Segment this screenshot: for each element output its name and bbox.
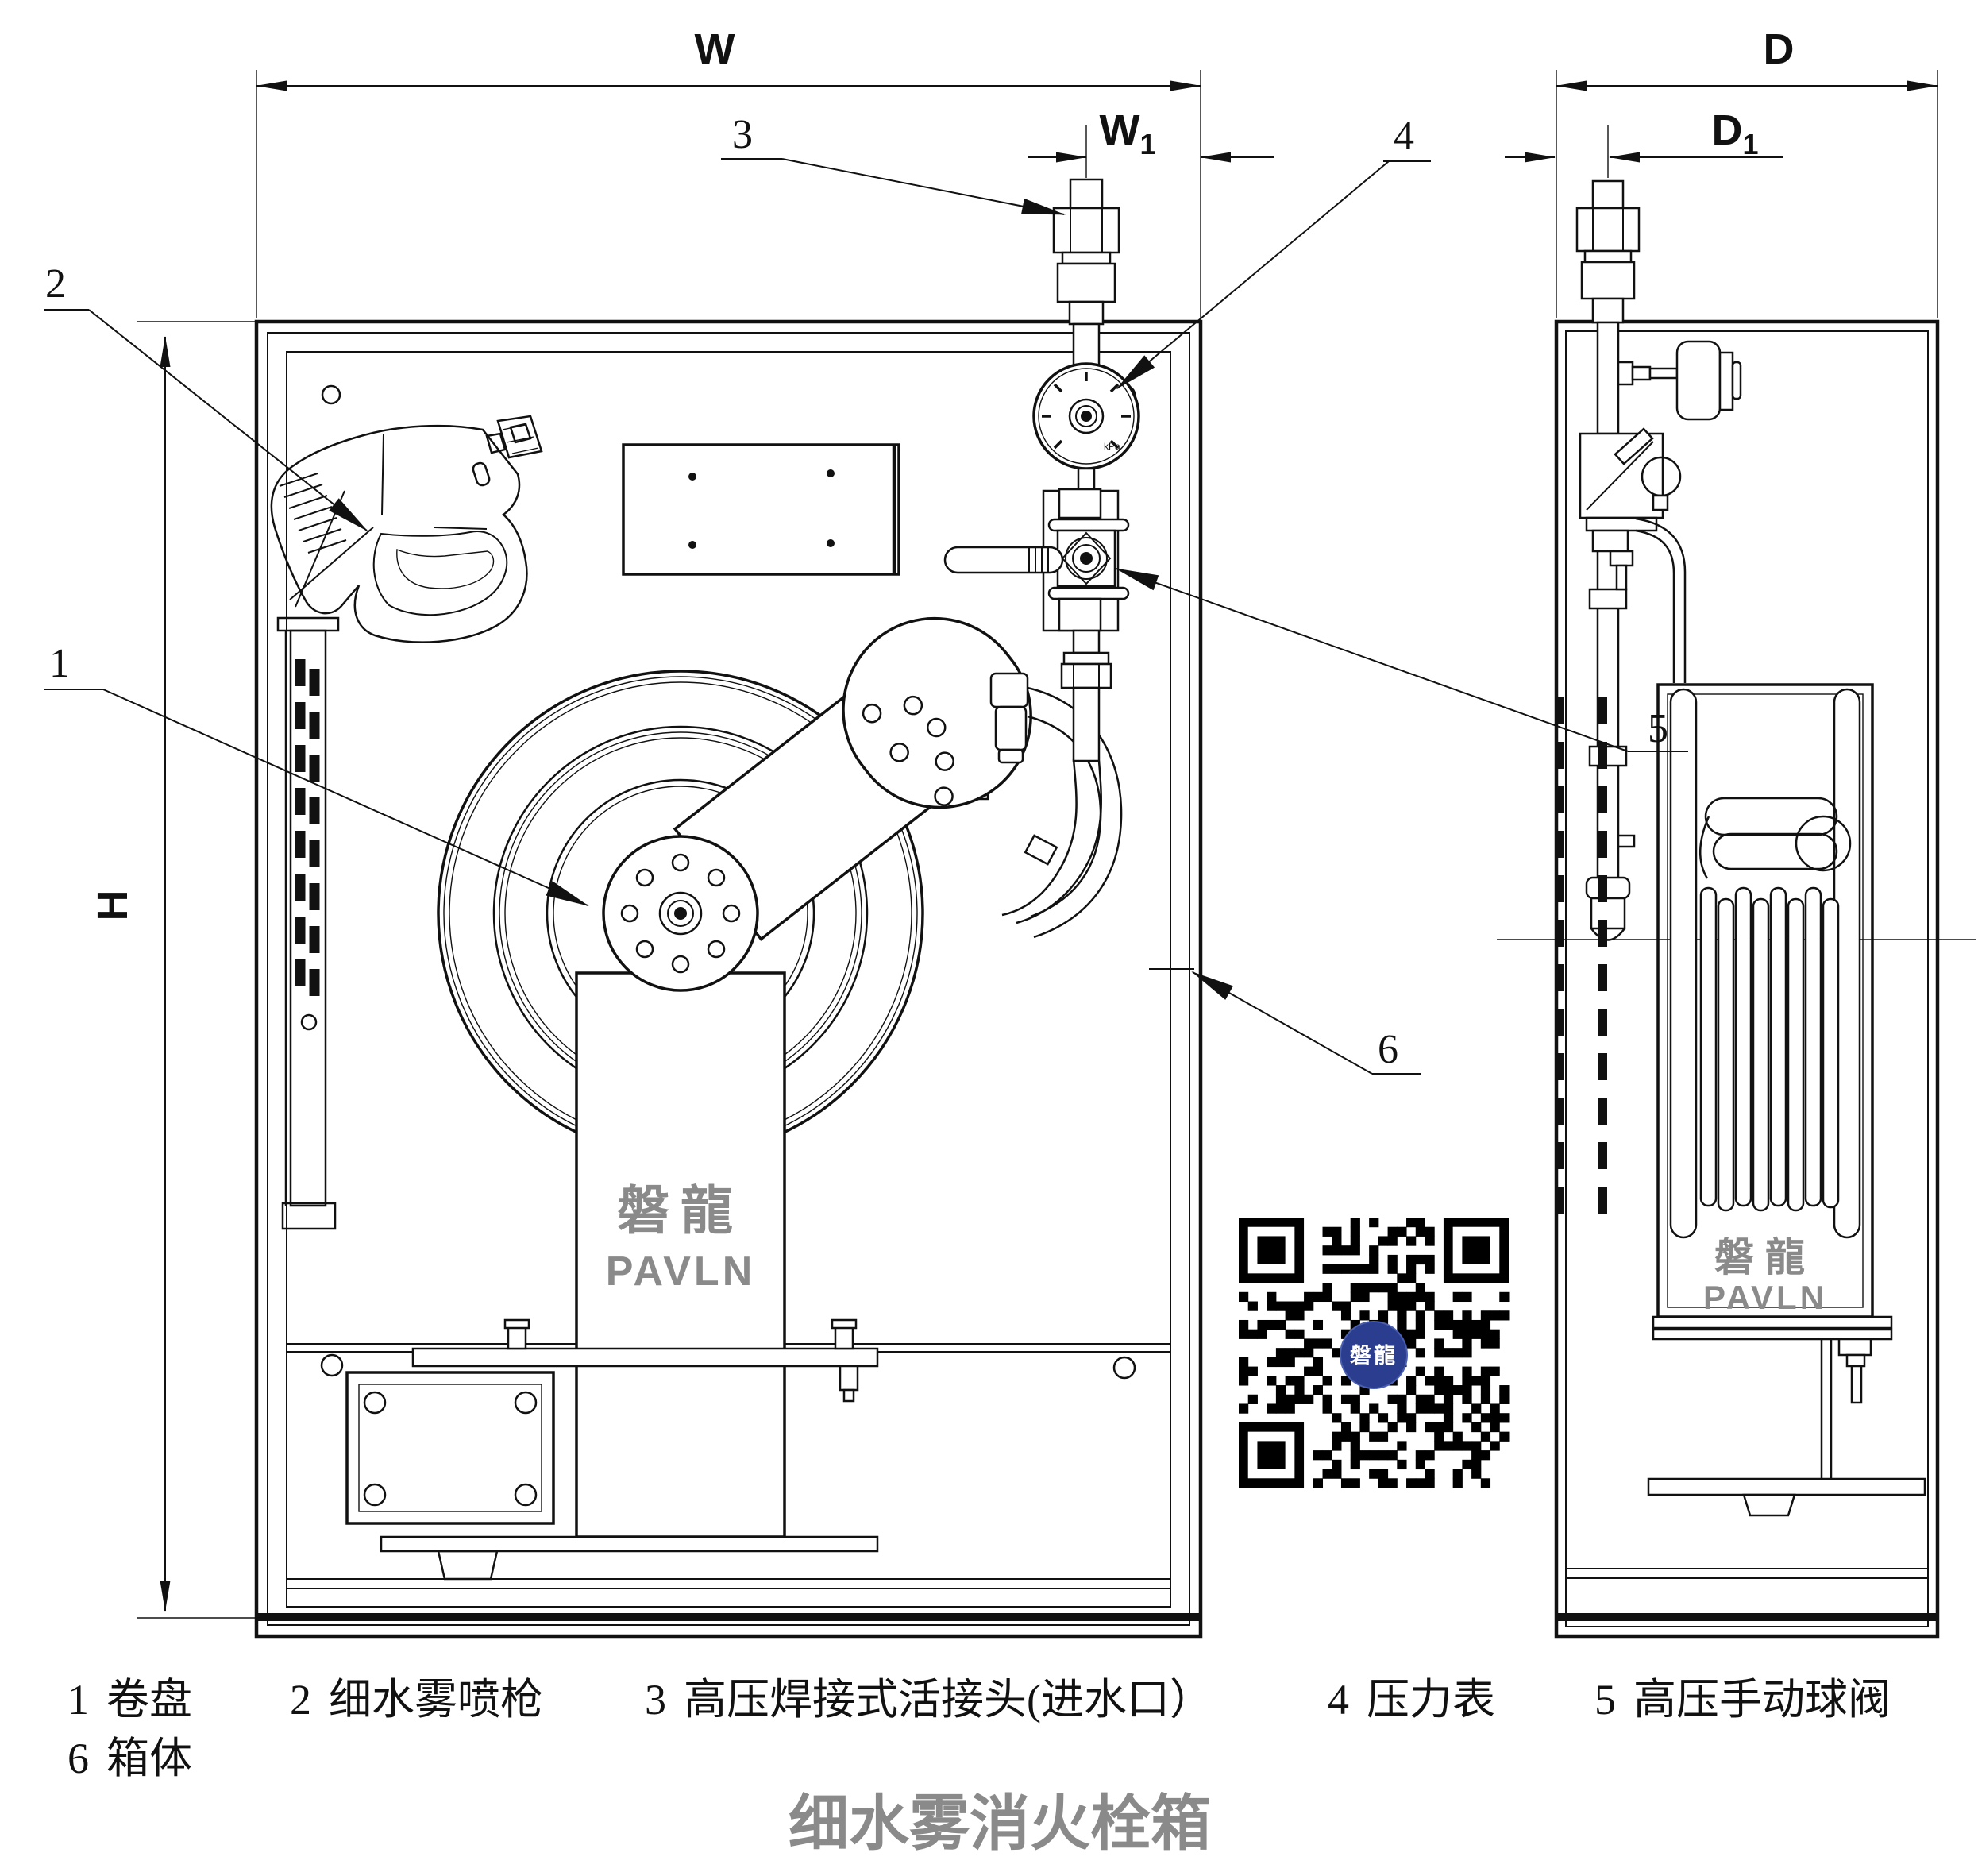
front-view: 磐龍 PAVLN [254,125,1203,1639]
qr-logo-label: 磐龍 [1350,1343,1398,1368]
callout-3-inlet: 3 [721,112,1066,215]
dim-label-D1: D1 [1711,106,1758,160]
callout-6-body: 6 [1191,971,1421,1075]
brand-cn-side: 磐龍 [1714,1235,1816,1280]
callout-2-gun: 2 [44,261,368,532]
svg-text:3: 3 [732,112,753,157]
hub-bolts [620,853,741,974]
qr-code-modules [1239,1218,1510,1488]
gun-holder-bracket [289,490,374,608]
svg-text:2: 2 [45,261,66,307]
qr-code: 磐龍 [1239,1218,1510,1488]
qr-logo-circle [1340,1321,1408,1389]
hose-guide-rail [276,616,340,1230]
pressure-gauge-side [1617,340,1742,421]
spray-gun [270,415,543,643]
svg-text:4: 4 [1394,114,1414,159]
side-view: 磐龍 PAVLN [1497,125,1976,1639]
svg-text:5: 5 [1648,706,1668,751]
callout-1-reel: 1 [44,641,589,906]
dim-label-W: W [695,25,735,73]
inlet-fitting-side [1575,125,1641,324]
reel-column: 磐龍 PAVLN [575,835,786,1538]
dim-label-W1: W1 [1100,106,1156,160]
reel-drum-side: 磐龍 PAVLN [1656,683,1874,1318]
valve-lever [943,546,1064,574]
ball-valve-side [1579,427,1687,683]
dimension-D: D [1556,25,1938,318]
hose-loops [1699,797,1852,879]
ball-valve-front [943,488,1130,762]
svg-text:1: 1 [49,641,70,686]
dimension-W1: W1 [1028,106,1274,163]
gauge-unit-label: kPa [1104,441,1120,452]
inlet-fitting-front [1052,125,1120,367]
dim-label-H: H [89,890,137,921]
callout-4-gauge: 4 [1116,114,1431,390]
reel-base-mount [345,1318,879,1581]
brand-en-front: PAVLN [606,1249,756,1295]
hose-coils [1699,886,1840,1212]
grip-ribs [279,473,347,554]
gauge-ticks [1042,372,1131,450]
brand-en-side: PAVLN [1703,1279,1827,1316]
diagram-title: 细水雾消火栓箱 [789,1790,1211,1858]
brand-cn-front: 磐龍 [617,1181,744,1240]
dimension-H: H [89,321,259,1619]
svg-text:6: 6 [1378,1027,1398,1072]
dimension-W: W [256,25,1201,318]
name-plate [622,443,900,576]
gun-nozzle-connector [485,415,543,459]
dimension-D1: D1 [1505,106,1783,163]
reel-swing-arm [673,616,1032,941]
drum-bracket-side [1647,1315,1926,1517]
pipe-column-side [1585,321,1636,941]
pressure-gauge-front: kPa [1032,362,1140,492]
dim-label-D: D [1764,25,1795,73]
callout-5-valve: 5 [1115,568,1688,752]
